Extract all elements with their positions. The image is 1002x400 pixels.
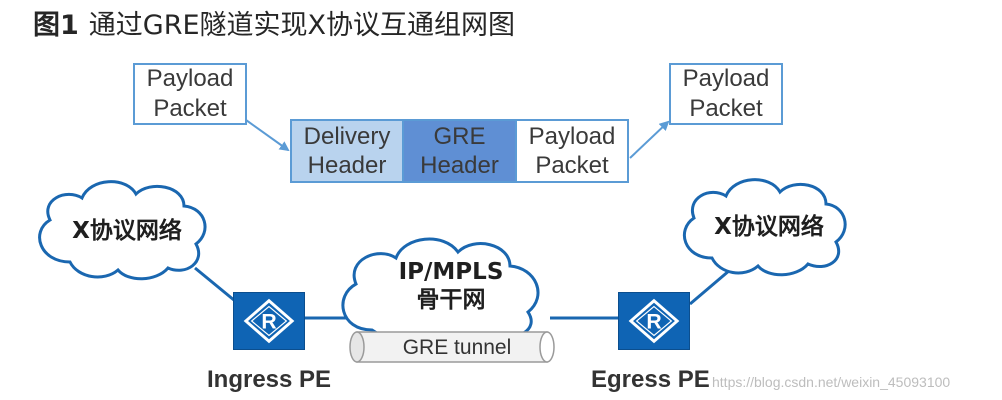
arrow-into-packet	[245, 119, 290, 152]
egress-router-letter: R	[646, 310, 661, 334]
delivery-header-field: Delivery Header	[292, 121, 404, 181]
figure-number: 图1	[33, 10, 79, 41]
left-cloud-label: X协议网络	[72, 218, 182, 244]
left-payload-line2: Packet	[153, 95, 227, 122]
left-payload-line1: Payload	[146, 65, 234, 92]
arrow-out-of-packet	[629, 120, 670, 159]
ingress-pe-label: Ingress PE	[207, 366, 332, 393]
delivery-header-line2: Header	[307, 152, 387, 179]
ingress-router-icon: R	[233, 292, 305, 350]
figure-caption: 通过GRE隧道实现X协议互通组网图	[88, 10, 516, 41]
delivery-header-line1: Delivery	[303, 123, 391, 150]
backbone-cloud-label: IP/MPLS 骨干网	[376, 258, 526, 314]
link-egress-to-right-cloud	[689, 268, 731, 306]
left-cloud-shape	[38, 180, 207, 281]
payload-field-line1: Payload	[528, 123, 616, 150]
backbone-label-line1: IP/MPLS	[398, 259, 504, 285]
egress-router-icon: R	[618, 292, 690, 350]
egress-pe-label: Egress PE	[591, 366, 710, 393]
gre-tunnel-shape	[349, 331, 555, 363]
watermark-text: https://blog.csdn.net/weixin_45093100	[712, 374, 951, 390]
gre-header-field: GRE Header	[404, 121, 517, 181]
ingress-router-letter: R	[261, 310, 276, 334]
gre-tunnel-label: GRE tunnel	[402, 336, 512, 359]
right-cloud-shape	[682, 178, 847, 277]
gre-header-line1: GRE	[433, 123, 486, 150]
right-payload-line1: Payload	[682, 65, 770, 92]
backbone-label-line2: 骨干网	[416, 287, 486, 313]
right-payload-packet-box: Payload Packet	[669, 63, 783, 125]
right-payload-line2: Packet	[689, 95, 763, 122]
gre-header-line2: Header	[420, 152, 499, 179]
encapsulated-packet: Delivery Header GRE Header Payload Packe…	[290, 119, 629, 183]
figure-title: 图1 通过GRE隧道实现X协议互通组网图	[33, 6, 515, 46]
payload-packet-field: Payload Packet	[517, 121, 627, 181]
payload-field-line2: Packet	[535, 152, 609, 179]
link-left-cloud-to-ingress	[194, 266, 241, 307]
left-payload-packet-box: Payload Packet	[133, 63, 247, 125]
right-cloud-label: X协议网络	[714, 214, 824, 240]
